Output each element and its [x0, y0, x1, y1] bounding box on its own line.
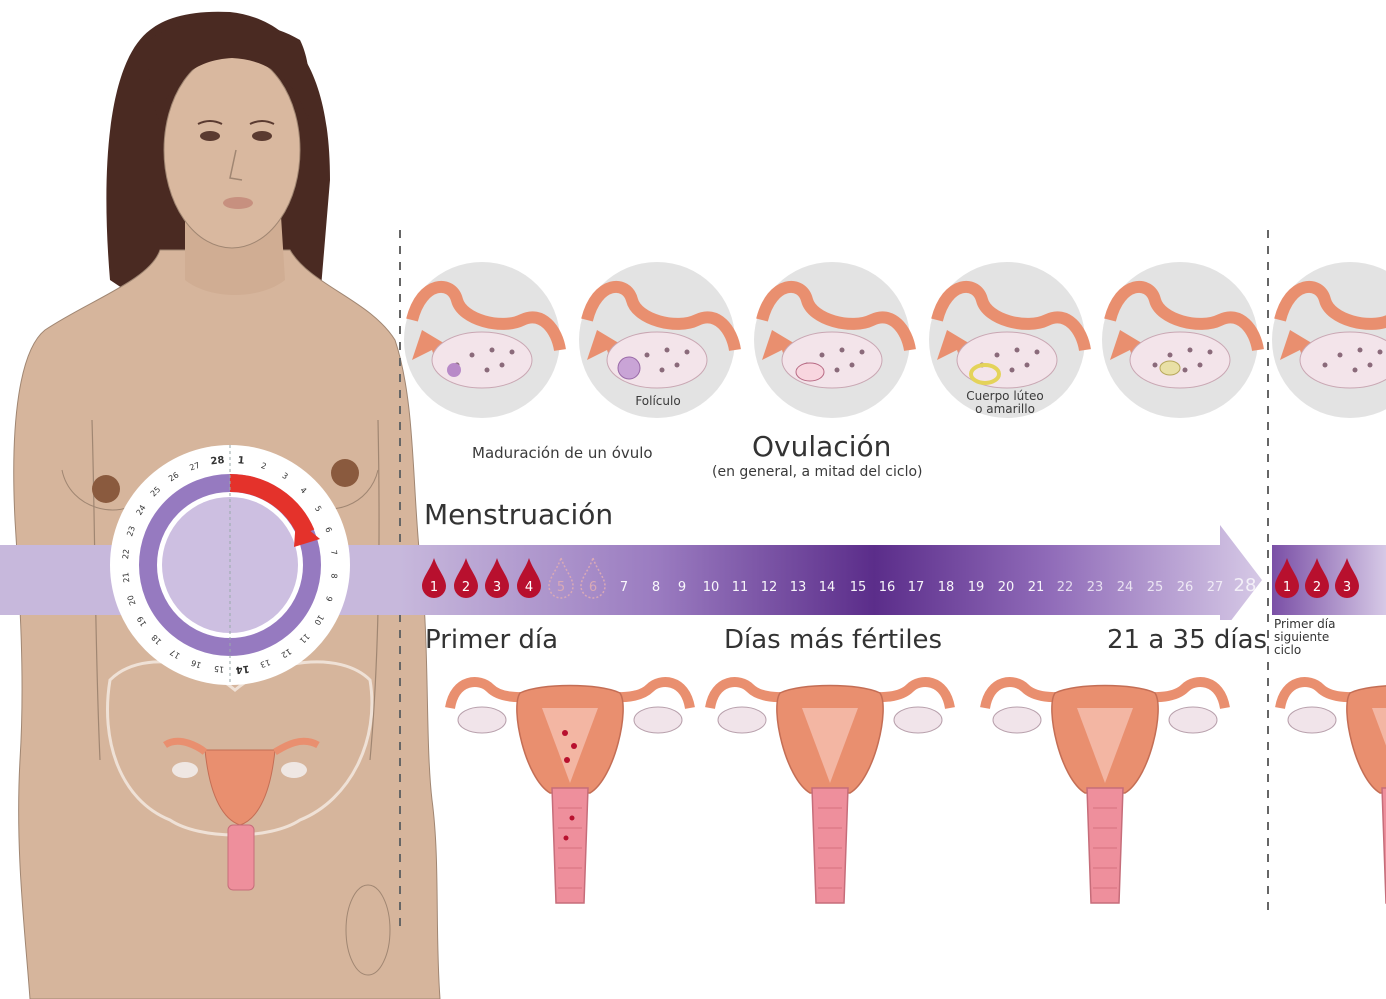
ovary-circle-6 — [1272, 262, 1386, 418]
cycle-day-number: 21 — [1028, 580, 1045, 595]
next-cycle-day-drop: 2 — [1305, 558, 1329, 598]
ovary-circle-3 — [754, 262, 910, 418]
uterus-fertile — [710, 682, 950, 903]
corpus-luteum-label: Cuerpo lúteo o amarillo — [955, 390, 1055, 416]
cycle-day-number: 27 — [1207, 580, 1224, 595]
cycle-day-number: 23 — [1087, 580, 1104, 595]
wheel-day-number: 14 — [235, 662, 250, 675]
wheel-day-number: 28 — [210, 455, 225, 468]
wheel-day-number: 7 — [329, 549, 339, 555]
corpus-line-2: o amarillo — [955, 403, 1055, 416]
day-number: 6 — [589, 580, 597, 595]
cycle-day-number: 11 — [732, 580, 749, 595]
wheel-day-number: 8 — [329, 573, 338, 579]
spotting-day-drop: 6 — [581, 558, 605, 598]
cycle-day-number: 8 — [652, 580, 660, 595]
cycle-day-number: 22 — [1057, 580, 1074, 595]
cycle-day-number: 9 — [678, 580, 686, 595]
cycle-length-label: 21 a 35 días — [1107, 625, 1267, 655]
ovulation-subtitle: (en general, a mitad del ciclo) — [712, 464, 923, 480]
wheel-day-number: 21 — [121, 572, 131, 583]
next-cycle-line-3: ciclo — [1274, 644, 1335, 657]
spotting-day-drop: 5 — [549, 558, 573, 598]
maturation-label: Maduración de un óvulo — [472, 444, 653, 462]
follicle-label: Folículo — [618, 395, 698, 408]
ovulation-title: Ovulación — [752, 430, 891, 463]
first-day-label: Primer día — [425, 625, 558, 655]
day-number: 2 — [462, 580, 470, 595]
cycle-day-number: 19 — [968, 580, 985, 595]
ovary-circle-1 — [404, 262, 560, 418]
cycle-day-number: 14 — [819, 580, 836, 595]
cycle-day-number: 10 — [703, 580, 720, 595]
wheel-day-number: 15 — [214, 664, 225, 674]
day-number: 3 — [1343, 580, 1351, 595]
next-cycle-label: Primer día siguiente ciclo — [1274, 618, 1335, 657]
uterus-row — [400, 660, 1386, 910]
menstruation-title: Menstruación — [424, 498, 613, 531]
cycle-day-number: 17 — [908, 580, 925, 595]
ovary-circle-5 — [1102, 262, 1258, 418]
uterus-menstruation — [450, 682, 690, 903]
day-number: 4 — [525, 580, 533, 595]
cycle-day-number: 20 — [998, 580, 1015, 595]
fertile-days-label: Días más fértiles — [724, 625, 942, 655]
day-number: 3 — [493, 580, 501, 595]
menstruation-day-drop: 3 — [485, 558, 509, 598]
day-number: 5 — [557, 580, 565, 595]
wheel-day-number: 1 — [237, 455, 245, 467]
day-number: 1 — [430, 580, 438, 595]
next-cycle-day-drop: 3 — [1335, 558, 1359, 598]
cycle-day-number: 28 — [1234, 575, 1257, 596]
next-cycle-day-drop: 1 — [1275, 558, 1299, 598]
menstruation-day-drop: 2 — [454, 558, 478, 598]
uterus-next-cycle — [1280, 682, 1386, 903]
day-number: 1 — [1283, 580, 1291, 595]
cycle-day-number: 12 — [761, 580, 778, 595]
cycle-day-number: 16 — [879, 580, 896, 595]
wheel-day-number: 22 — [121, 549, 131, 560]
day-number: 2 — [1313, 580, 1321, 595]
cycle-day-number: 18 — [938, 580, 955, 595]
menstruation-day-drop: 1 — [422, 558, 446, 598]
cycle-day-number: 13 — [790, 580, 807, 595]
cycle-day-number: 25 — [1147, 580, 1164, 595]
menstruation-day-drop: 4 — [517, 558, 541, 598]
cycle-day-number: 26 — [1177, 580, 1194, 595]
uterus-late — [985, 682, 1225, 903]
cycle-day-number: 7 — [620, 580, 628, 595]
cycle-day-number: 15 — [850, 580, 867, 595]
ovary-phase-row — [400, 260, 1386, 430]
cycle-day-number: 24 — [1117, 580, 1134, 595]
